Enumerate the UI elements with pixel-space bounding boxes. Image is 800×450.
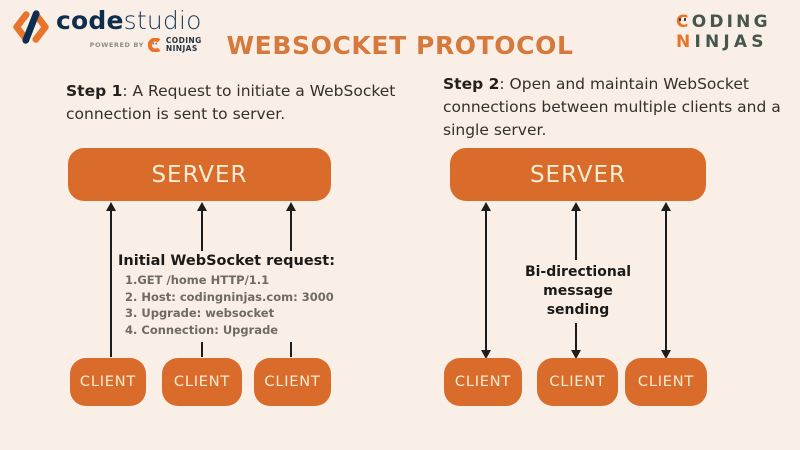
client-box-step1-1: CLIENT (70, 358, 146, 406)
step2-label: Step 2 (443, 75, 500, 93)
powered-by-label: POWERED BY (89, 40, 144, 49)
client-box-step2-2: CLIENT (537, 358, 618, 406)
codestudio-name: codestudio (56, 6, 202, 36)
step1-description: : A Request to initiate a WebSocket conn… (66, 82, 396, 123)
line1-rest: ODING (691, 12, 771, 32)
ninja-n-icon: N (676, 32, 695, 52)
step1-caption: Step 1: A Request to initiate a WebSocke… (66, 80, 396, 126)
bidirectional-line1: Bi-directional (524, 264, 632, 280)
ninja-c-icon: C (676, 12, 692, 32)
bidirectional-arrow-1 (481, 202, 491, 359)
coding-ninjas-line2: NINJAS (676, 32, 771, 52)
request-arrow-1 (106, 202, 116, 357)
coding-ninjas-mini-wordmark: CODING NINJAS (166, 37, 202, 52)
coding-ninjas-mini-icon (147, 37, 161, 52)
codestudio-wordmark: codestudio POWERED BY CODING NINJAS (56, 6, 202, 52)
codestudio-icon (13, 10, 49, 44)
bidirectional-annotation: Bi-directional message sending (516, 260, 640, 323)
step1-label: Step 1 (66, 82, 123, 100)
mini-wordmark-line1: CODING (165, 36, 202, 45)
coding-ninjas-line1: CODING (676, 12, 771, 32)
server-box-step1: SERVER (68, 148, 331, 201)
client-box-step1-3: CLIENT (254, 358, 331, 406)
bidirectional-arrow-3 (661, 202, 671, 359)
request-item-1: 1.GET /home HTTP/1.1 (125, 273, 270, 287)
codestudio-name-bold: code (56, 6, 124, 35)
codestudio-name-light: studio (123, 6, 202, 35)
powered-by-row: POWERED BY CODING NINJAS (56, 37, 202, 52)
request-item-2: 2. Host: codingninjas.com: 3000 (125, 289, 334, 304)
request-title: Initial WebSocket request: (118, 253, 336, 269)
request-item-3: 3. Upgrade: websocket (125, 306, 275, 320)
client-box-step2-3: CLIENT (625, 358, 707, 406)
coding-ninjas-logo: CODING NINJAS (676, 12, 771, 52)
client-box-step1-2: CLIENT (162, 358, 242, 406)
websocket-request-annotation: Initial WebSocket request: 1.GET /home H… (112, 251, 342, 342)
step2-caption: Step 2: Open and maintain WebSocket conn… (443, 73, 788, 142)
step2-description: : Open and maintain WebSocket connection… (443, 75, 781, 139)
mini-wordmark-line2: NINJAS (165, 43, 198, 53)
bidirectional-line2: message sending (543, 283, 613, 318)
codestudio-logo: codestudio POWERED BY CODING NINJAS (10, 6, 202, 52)
page-title: WEBSOCKET PROTOCOL (226, 31, 574, 60)
server-box-step2: SERVER (450, 148, 706, 201)
request-item-4: 4. Connection: Upgrade (125, 322, 279, 337)
line2-rest: INJAS (694, 32, 768, 52)
client-box-step2-1: CLIENT (444, 358, 522, 406)
